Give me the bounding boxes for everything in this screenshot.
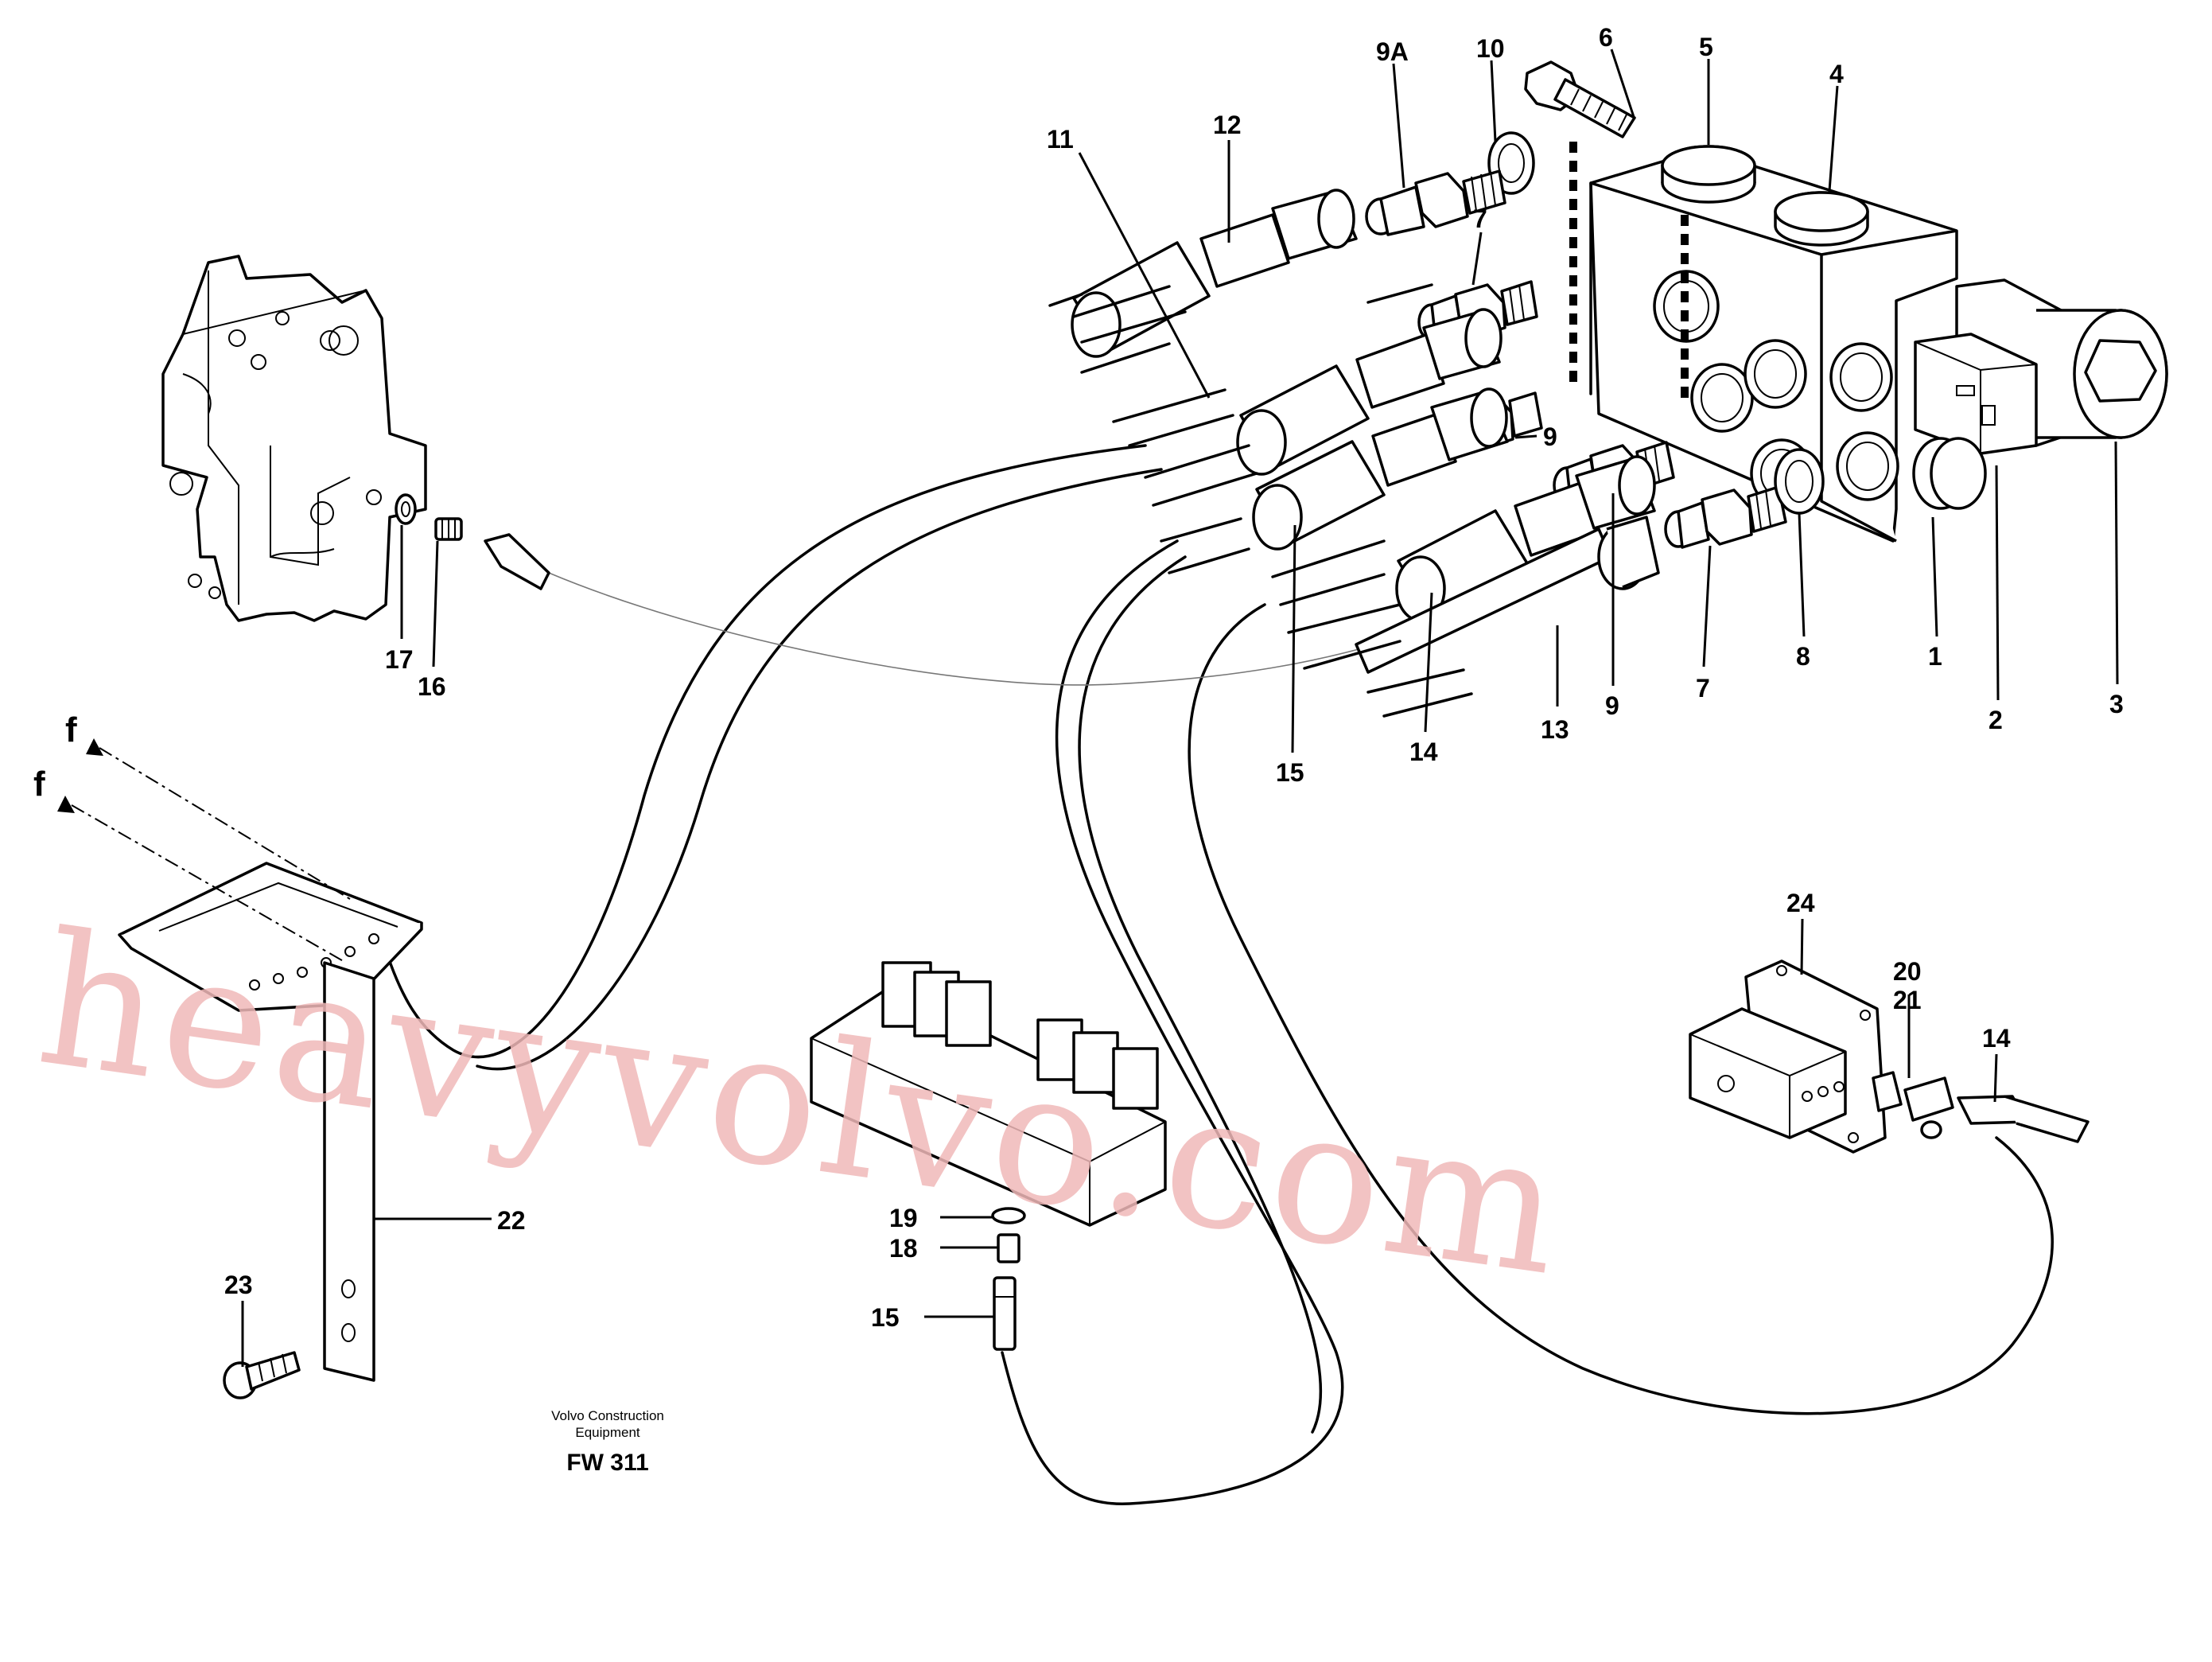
- callout-18: 18: [889, 1234, 918, 1263]
- part-20-21-fitting: [1872, 1071, 1954, 1139]
- part-4-plug: [1774, 191, 1869, 247]
- leader-lines: [241, 49, 2119, 1367]
- part-16-nipple: [434, 517, 463, 541]
- part-23-bolt: [223, 1351, 301, 1399]
- part-2-connector: [1912, 333, 2038, 510]
- part-22-bracket: [118, 862, 423, 1382]
- part-15-hose-end-left: [484, 533, 550, 590]
- relay-block: [810, 961, 1167, 1227]
- part-19-washer: [991, 1207, 1026, 1224]
- callout-15-lower: 15: [871, 1303, 900, 1332]
- callout-5: 5: [1699, 33, 1713, 61]
- callout-9-lower: 9: [1605, 691, 1619, 720]
- callout-3: 3: [2109, 690, 2124, 718]
- callout-1: 1: [1928, 642, 1942, 671]
- callout-17: 17: [385, 645, 414, 674]
- part-11-hose-fitting: [1236, 308, 1503, 476]
- control-valve-housing: [161, 255, 427, 622]
- callout-13: 13: [1541, 715, 1569, 744]
- callout-11: 11: [1047, 125, 1074, 154]
- part-14-hose-fitting: [1395, 455, 1656, 622]
- callout-12: 12: [1213, 111, 1242, 139]
- part-5-plug: [1661, 145, 1756, 204]
- drawing-code: FW 311: [566, 1450, 648, 1476]
- f-section-markers: [57, 738, 351, 963]
- part-17-washer: [395, 493, 417, 525]
- callout-14-right: 14: [1409, 738, 1438, 766]
- callout-7-lower: 7: [1696, 674, 1710, 703]
- callout-23: 23: [224, 1271, 253, 1299]
- callout-9A: 9A: [1376, 37, 1409, 66]
- part-8-seal-washer: [1774, 448, 1825, 515]
- callout-8: 8: [1796, 642, 1810, 671]
- callout-22: 22: [497, 1206, 526, 1235]
- part-15-hose-end-lower: [993, 1276, 1017, 1351]
- part-15-hose-fitting: [1252, 387, 1509, 551]
- callout-14-lower: 14: [1982, 1024, 2011, 1053]
- callout-19: 19: [889, 1204, 918, 1232]
- callout-24: 24: [1786, 889, 1815, 917]
- callout-f-upper: f: [65, 710, 77, 749]
- part-12-hose-fitting: [1048, 189, 1358, 358]
- callout-20: 20: [1893, 957, 1922, 986]
- drawing-footer: Volvo Construction Equipment FW 311: [551, 1408, 664, 1476]
- part-14-hose-end-right: [1957, 1095, 2090, 1143]
- part-13-tube: [1355, 516, 1660, 674]
- callout-f-lower: f: [33, 765, 45, 804]
- callout-9-upper: 9: [1543, 422, 1557, 451]
- company-name-line1: Volvo Construction: [551, 1408, 664, 1423]
- callout-labels: 11 12 9A 10 6 5 4 7 9 15 14 13 9 7 8 1 2…: [33, 23, 2124, 1332]
- callout-4: 4: [1829, 60, 1844, 88]
- hose-routing: [380, 444, 2054, 1505]
- callout-7-upper: 7: [1473, 204, 1487, 233]
- part-9A-nipple: [1365, 169, 1506, 236]
- callout-2: 2: [1988, 706, 2003, 734]
- hose-stubs: [1072, 283, 1473, 718]
- company-name-line2: Equipment: [575, 1425, 640, 1440]
- callout-16: 16: [418, 672, 446, 701]
- callout-6: 6: [1599, 23, 1613, 52]
- part-6-bolt: [1524, 60, 1636, 138]
- watermark: heavyvolvo.com: [28, 893, 1577, 1318]
- callout-10: 10: [1476, 34, 1505, 63]
- callout-15-right: 15: [1276, 758, 1304, 787]
- callout-21: 21: [1893, 986, 1922, 1014]
- part-7-nipple-lower: [1664, 485, 1787, 549]
- part-24-block: [1689, 959, 1887, 1154]
